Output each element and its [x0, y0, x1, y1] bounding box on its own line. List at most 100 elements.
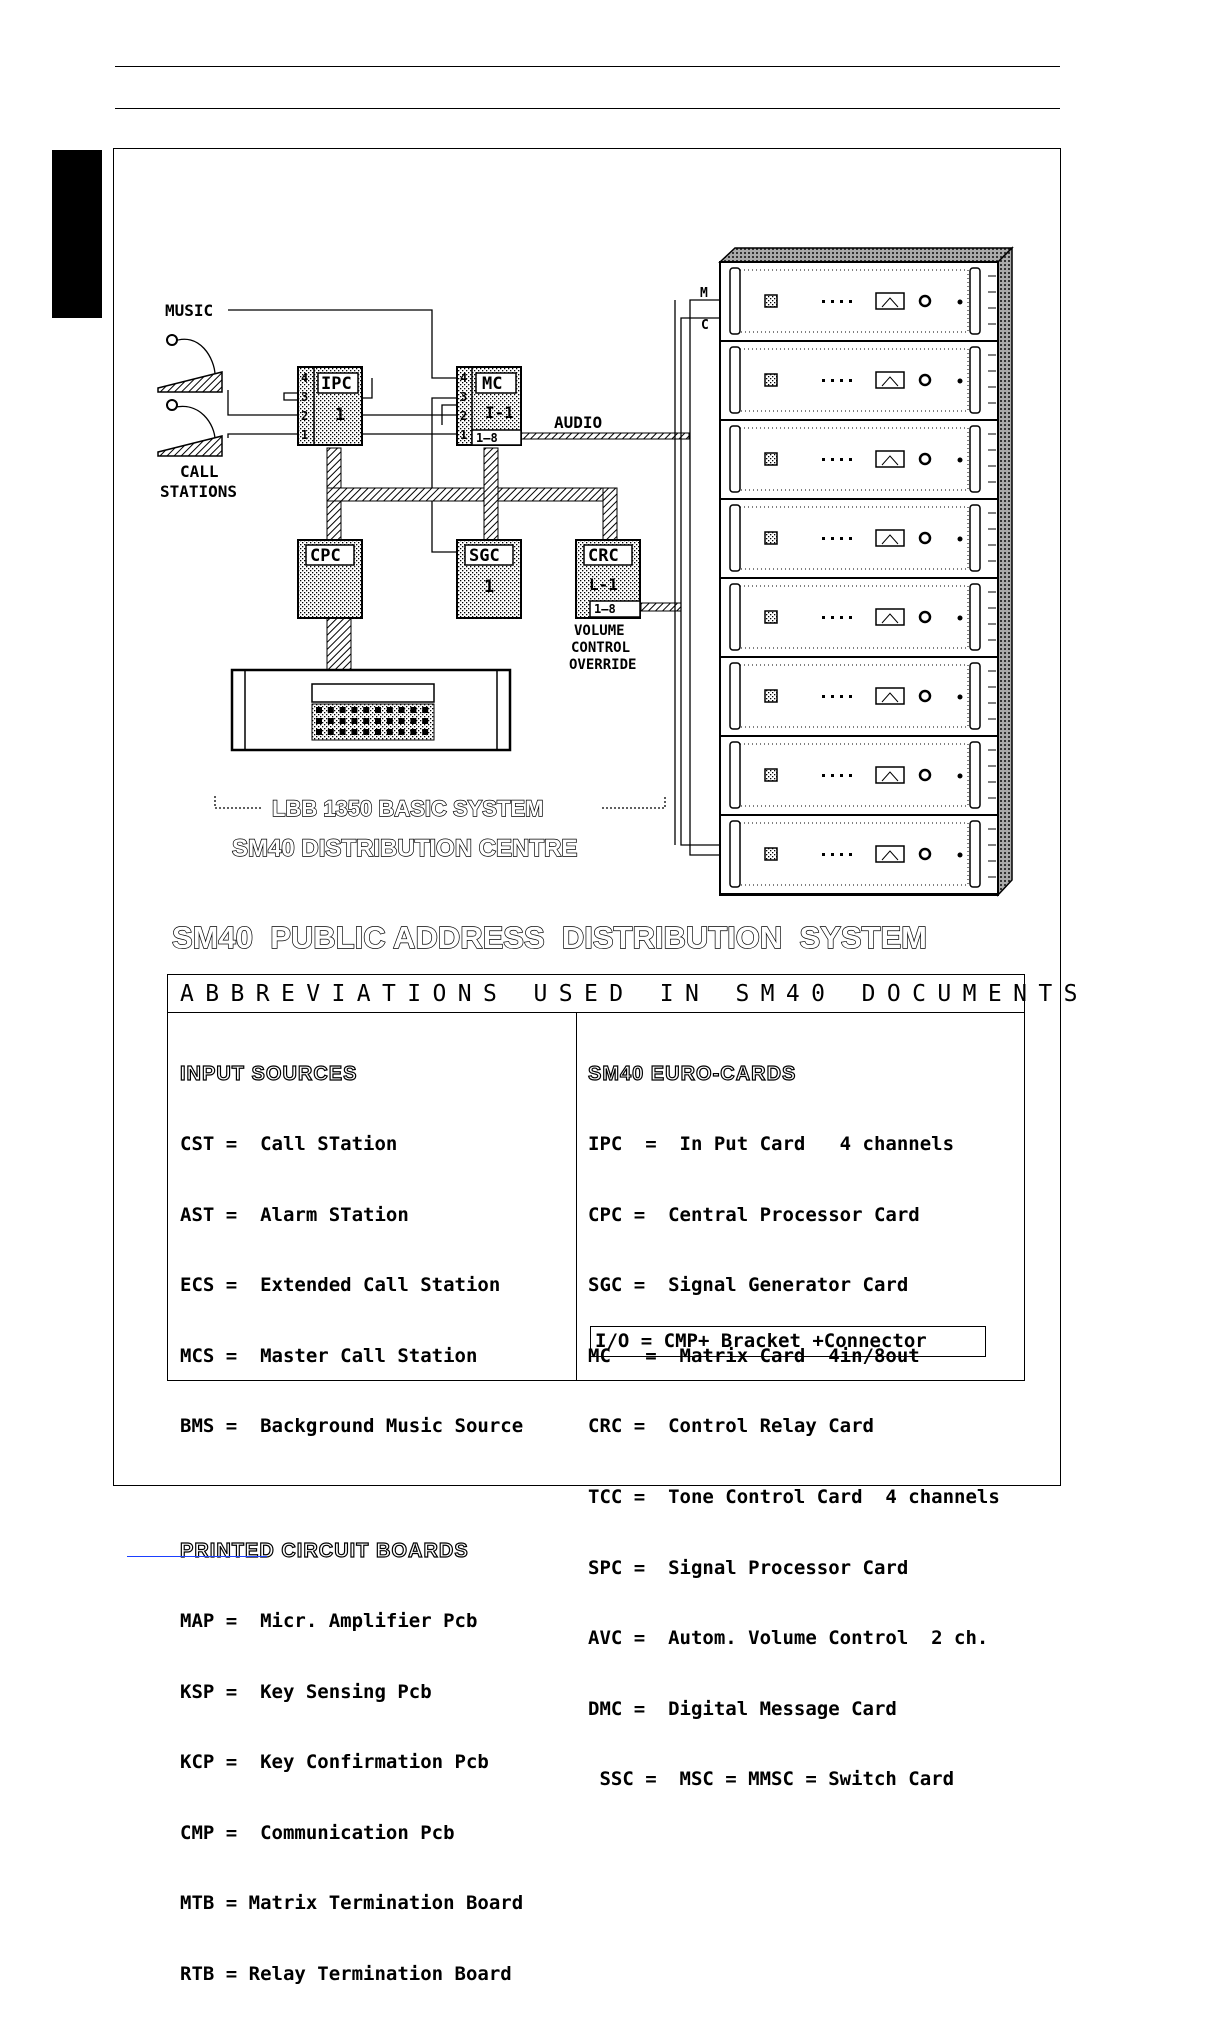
audio-label: AUDIO	[554, 413, 602, 432]
header-rule-top	[115, 66, 1060, 67]
keypad-key	[351, 707, 358, 713]
mc-pin-4: 4	[460, 371, 467, 385]
pcb-heading: PRINTED CIRCUIT BOARDS	[179, 1539, 469, 1562]
amplifier-unit	[719, 814, 999, 895]
ipc-card-number: 1	[335, 405, 345, 425]
volume-label: VOLUME	[574, 623, 625, 639]
rack-m-label: M	[700, 286, 708, 301]
list-item: BMS = Background Music Source	[180, 1415, 524, 1438]
input-sources-heading: INPUT SOURCES	[179, 1062, 358, 1085]
list-item: SPC = Signal Processor Card	[588, 1556, 909, 1579]
ipc-pin-1: 1	[301, 428, 308, 442]
list-item: DMC = Digital Message Card	[588, 1697, 897, 1720]
amplifier-unit	[719, 340, 999, 421]
io-note: I/O = CMP+ Bracket +Connector	[590, 1326, 986, 1357]
keypad-key	[339, 707, 346, 713]
abbreviations-title: ABBREVIATIONS USED IN SM40 DOCUMENTS	[168, 975, 1078, 1013]
crc-card-number: L-1	[589, 575, 618, 594]
header-rule-bottom	[115, 108, 1060, 109]
ipc-pin-3: 3	[301, 390, 308, 404]
right-column: SM40 EURO-CARDS IPC = In Put Card 4 chan…	[587, 1017, 1000, 1837]
list-item: IPC = In Put Card 4 channels	[588, 1133, 955, 1155]
list-item: KSP = Key Sensing Pcb	[180, 1680, 432, 1703]
keypad-key	[316, 729, 322, 735]
keypad-key	[375, 729, 381, 735]
distribution-centre-label: SM40 DISTRIBUTION CENTRE	[232, 835, 577, 862]
amplifier-unit	[719, 735, 999, 816]
keypad-key	[327, 718, 334, 724]
keypad-key	[386, 729, 393, 735]
keypad-key	[327, 707, 334, 713]
keypad-key	[339, 718, 346, 724]
keypad-key	[351, 718, 358, 724]
list-item: CMP = Communication Pcb	[180, 1821, 455, 1844]
keypad-key	[386, 707, 393, 713]
keypad-key	[398, 707, 405, 713]
list-item: AST = Alarm STation	[180, 1203, 409, 1226]
list-item: MTB = Matrix Termination Board	[180, 1892, 524, 1915]
signal-wires	[171, 309, 457, 553]
keypad-key	[410, 729, 417, 735]
music-label: MUSIC	[165, 301, 213, 320]
keypad-key	[422, 707, 429, 713]
column-divider	[576, 1013, 577, 1381]
list-item: CST = Call STation	[180, 1133, 398, 1155]
mc-card-name: MC	[482, 374, 502, 394]
keypad-keys	[316, 707, 429, 735]
rack-c-label: C	[701, 318, 709, 333]
figure-frame	[113, 148, 1061, 1486]
amplifier-unit	[719, 498, 999, 579]
cpc-card: CPC	[297, 539, 363, 619]
euro-cards-heading: SM40 EURO-CARDS	[587, 1062, 797, 1085]
keypad-key	[386, 718, 393, 724]
keypad-key	[410, 718, 417, 724]
list-item: MAP = Micr. Amplifier Pcb	[180, 1609, 478, 1632]
left-column: INPUT SOURCES CST = Call STation AST = A…	[179, 1017, 524, 2032]
list-item: SSC = MSC = MMSC = Switch Card	[588, 1768, 955, 1791]
ipc-pin-4: 4	[301, 371, 308, 385]
list-item: KCP = Key Confirmation Pcb	[180, 1751, 489, 1774]
keypad-key	[351, 729, 358, 735]
mc-card: MC I-1 1—8 4 3 2 1	[456, 366, 522, 446]
list-item: TCC = Tone Control Card 4 channels	[588, 1485, 1000, 1508]
keypad-key	[375, 718, 381, 724]
list-item: SGC = Signal Generator Card	[588, 1274, 909, 1297]
ipc-card: IPC 1 4 3 2 1	[297, 366, 363, 446]
keypad-key	[422, 729, 429, 735]
basic-system-bracket	[214, 796, 666, 809]
list-item: MC = Matrix Card 4in/8out	[588, 1344, 920, 1367]
ipc-card-name: IPC	[321, 374, 352, 394]
ipc-pin-2: 2	[301, 409, 308, 423]
keypad-key	[327, 729, 334, 735]
sgc-card: SGC 1	[456, 539, 522, 619]
control-bus	[326, 432, 690, 671]
system-diagram: MUSIC CALL STATIONS AUDIO IPC 1 4 3 2 1 …	[157, 246, 1014, 956]
keypad-key	[339, 729, 346, 735]
list-item: CRC = Control Relay Card	[588, 1415, 874, 1438]
list-item: AVC = Autom. Volume Control 2 ch.	[588, 1627, 989, 1650]
mc-card-range: 1—8	[476, 431, 498, 445]
keypad-key	[363, 707, 370, 713]
keypad-key	[398, 718, 405, 724]
amplifier-unit	[719, 419, 999, 500]
crc-card-name: CRC	[588, 546, 619, 566]
keypad-key	[410, 707, 417, 713]
keypad-key	[375, 707, 381, 713]
keypad-key	[316, 718, 322, 724]
abbreviations-table: ABBREVIATIONS USED IN SM40 DOCUMENTS INP…	[167, 974, 1078, 1985]
keypad-key	[363, 718, 370, 724]
footer-link-underline	[127, 1556, 267, 1557]
keypad-key	[316, 707, 322, 713]
keypad-key	[398, 729, 405, 735]
amplifier-unit	[719, 577, 999, 658]
rack-units	[719, 261, 999, 895]
list-item: CPC = Central Processor Card	[588, 1203, 920, 1226]
call-station-icon	[157, 334, 223, 457]
amplifier-rack: M C	[674, 246, 1014, 897]
basic-system-label: LBB 1350 BASIC SYSTEM	[272, 796, 543, 821]
controller-unit	[230, 668, 512, 752]
mc-pin-2: 2	[460, 409, 467, 423]
list-item: ECS = Extended Call Station	[180, 1274, 501, 1297]
stations-label: STATIONS	[160, 482, 237, 501]
sgc-card-number: 1	[484, 577, 494, 597]
